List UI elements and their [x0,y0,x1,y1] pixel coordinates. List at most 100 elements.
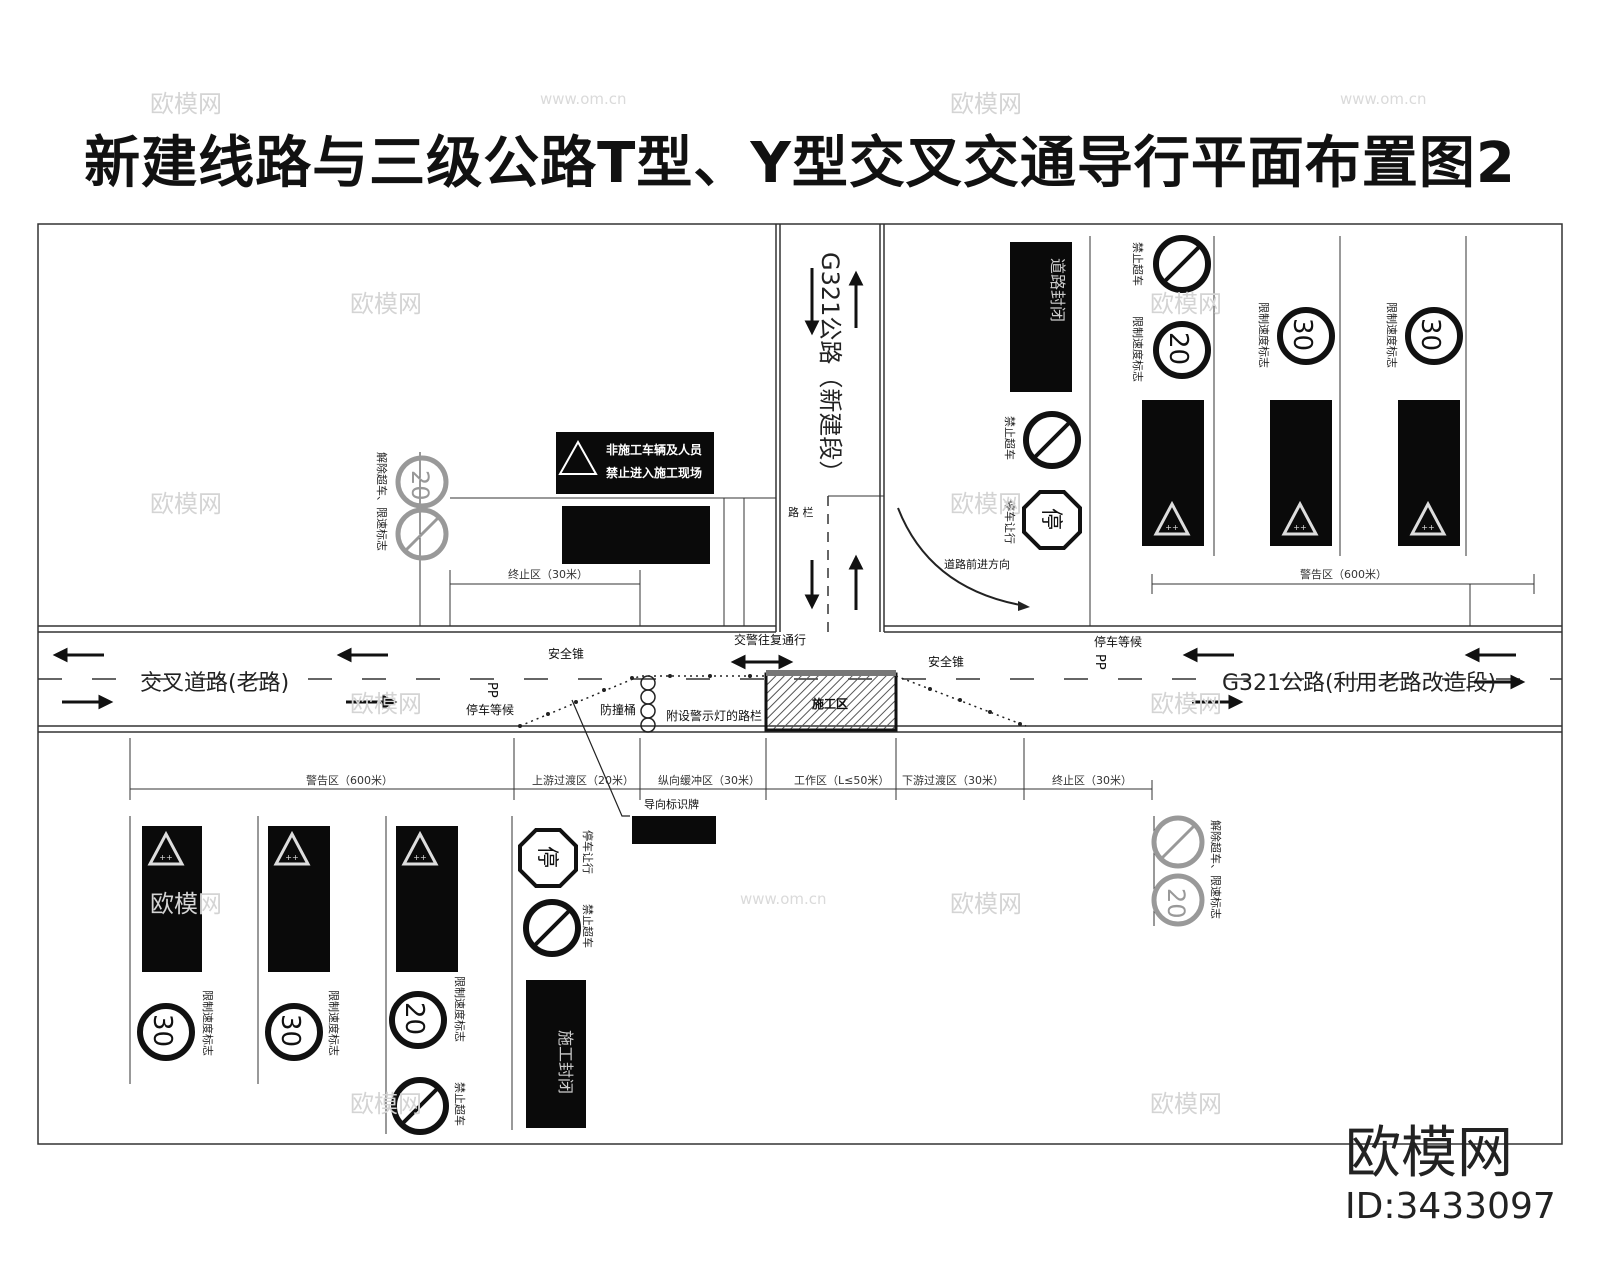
svg-text:20: 20 [1163,332,1193,365]
safety-cone-label-1: 安全锥 [548,646,584,661]
lane-arrows [52,268,1526,710]
zone-dimensions-top [449,495,1535,626]
watermark-url: www.om.cn [1340,90,1427,108]
stop-sign-top [1022,490,1082,550]
svg-text:限制速度标志: 限制速度标志 [327,990,341,1056]
svg-text:禁止超车: 禁止超车 [1003,416,1017,460]
speed-30-sign-bottom-2 [265,1003,323,1061]
warning-board-top-2 [1270,400,1332,546]
zone-buffer: 纵向缓冲区（30米） [658,773,760,787]
svg-text:30: 30 [275,1014,305,1047]
direction-curve [897,507,1027,607]
watermark: 欧模网 [350,1090,422,1118]
warning-board-bottom-2 [268,826,330,972]
watermark: 欧模网 [150,90,222,118]
barrier-lights-label: 附设警示灯的路栏 [666,708,762,723]
cone-dots [518,674,1022,728]
watermark: 欧模网 [950,490,1022,518]
road-new-label: G321公路（新建段） [816,252,844,484]
svg-text:30: 30 [147,1014,177,1047]
guide-sign-board [632,816,716,844]
speed-20-release-sign-bottom [1151,873,1205,927]
svg-text:限制速度标志: 限制速度标志 [453,976,467,1042]
watermark-url: www.om.cn [740,890,827,908]
svg-text:停车让行: 停车让行 [1003,500,1017,544]
cone-taper [519,675,1027,727]
watermark: 欧模网 [350,290,422,318]
footer-brand-logo: 欧模网 [1345,1121,1513,1186]
svg-text:30: 30 [1287,318,1317,351]
watermark: 欧模网 [1150,290,1222,318]
watermark: 欧模网 [150,490,222,518]
watermark: 欧模网 [950,90,1022,118]
stop-wait-label-1: 停车等候 [466,702,514,717]
release-label-top: 解除超车、限速标志 [375,452,389,551]
bottom-sign-columns: 30 限制速度标志 30 限制速度标志 20 限制速度标志 禁止超车 停 停车让… [129,816,595,1135]
road-labels: 安全锥 安全锥 停车等候 停车等候 防撞桶 附设警示灯的路栏 交警往复通行 道路… [466,505,1142,811]
watermark-url: www.om.cn [540,90,627,108]
zone-warning-top: 警告区（600米） [1300,567,1387,581]
svg-text:禁止超车: 禁止超车 [581,904,595,948]
speed-30-sign-top-2 [1405,307,1463,365]
road-barrier-mark: 路 栏 [788,505,814,519]
speed-30-sign-bottom-1 [137,1003,195,1061]
svg-text:停: 停 [534,846,559,868]
banner-line-2: 禁止进入施工现场 [606,465,702,480]
pp-left: PP [484,682,499,698]
svg-text:限制速度标志: 限制速度标志 [1131,316,1145,382]
zone-work: 工作区（L≤50米） [794,774,889,787]
overtake-release-sign [395,507,449,561]
svg-text:道路封闭: 道路封闭 [1048,258,1067,322]
svg-text:禁止超车: 禁止超车 [453,1082,467,1126]
barrier-top [766,670,896,676]
svg-text:停车让行: 停车让行 [581,830,595,874]
speed-20-sign-top [1153,321,1211,379]
guide-sign-label: 导向标识牌 [644,797,699,811]
page-title: 新建线路与三级公路T型、Y型交叉交通导行平面布置图2 [84,131,1516,196]
top-right-sign-columns: 禁止超车 20 限制速度标志 30 限制速度标志 30 限制速度标志 [1131,235,1467,556]
svg-text:20: 20 [399,1002,429,1035]
warning-board-bottom-3 [396,826,458,972]
stop-sign-bottom [518,828,578,888]
svg-text:限制速度标志: 限制速度标志 [1257,302,1271,368]
watermark: 欧模网 [950,890,1022,918]
svg-text:20: 20 [1162,888,1190,919]
stop-wait-label-2: 停车等候 [1094,634,1142,649]
watermark: 欧模网 [350,690,422,718]
zone-labels: 警告区（600米） 上游过渡区（20米） 纵向缓冲区（30米） 工作区（L≤50… [306,773,1132,787]
pp-right: PP [1092,654,1107,670]
zone-end-top: 终止区（30米） [508,567,588,581]
speed-20-release-sign [395,455,449,509]
safety-cone-label-2: 安全锥 [928,654,964,669]
work-area-label: 施工区 [812,696,848,711]
release-label-bottom: 解除超车、限速标志 [1209,820,1223,919]
board-top-left [562,506,710,564]
watermark: 欧模网 [1150,690,1222,718]
svg-text:限制速度标志: 限制速度标志 [1385,302,1399,368]
prohibit-banner [556,432,714,494]
svg-text:20: 20 [406,470,434,501]
banner-line-1: 非施工车辆及人员 [606,442,702,457]
zone-warning: 警告区（600米） [306,773,393,787]
warning-board-top-1 [1142,400,1204,546]
new-road [775,224,885,632]
svg-text:禁止超车: 禁止超车 [1131,242,1145,286]
svg-text:施工封闭: 施工封闭 [556,1030,575,1094]
two-way-label: 交警往复通行 [734,632,806,647]
svg-text:停: 停 [1038,508,1063,530]
watermark: 欧模网 [1150,1090,1222,1118]
drawing-frame [37,223,1563,1145]
svg-text:限制速度标志: 限制速度标志 [201,990,215,1056]
warning-board-top-3 [1398,400,1460,546]
zone-end: 终止区（30米） [1052,773,1132,787]
zone-upstream: 上游过渡区（20米） [532,773,634,787]
anti-collision-label: 防撞桶 [600,702,636,717]
road-direction-label: 道路前进方向 [944,557,1010,571]
road-crossing-label: 交叉道路(老路) [140,671,289,696]
road-g321-label: G321公路(利用老路改造段) [1222,671,1496,696]
closed-sign-bottom [526,980,586,1128]
anti-collision-barrels [640,675,656,733]
closed-sign-top [1010,242,1072,392]
warning-board-bottom-1 [142,826,202,972]
